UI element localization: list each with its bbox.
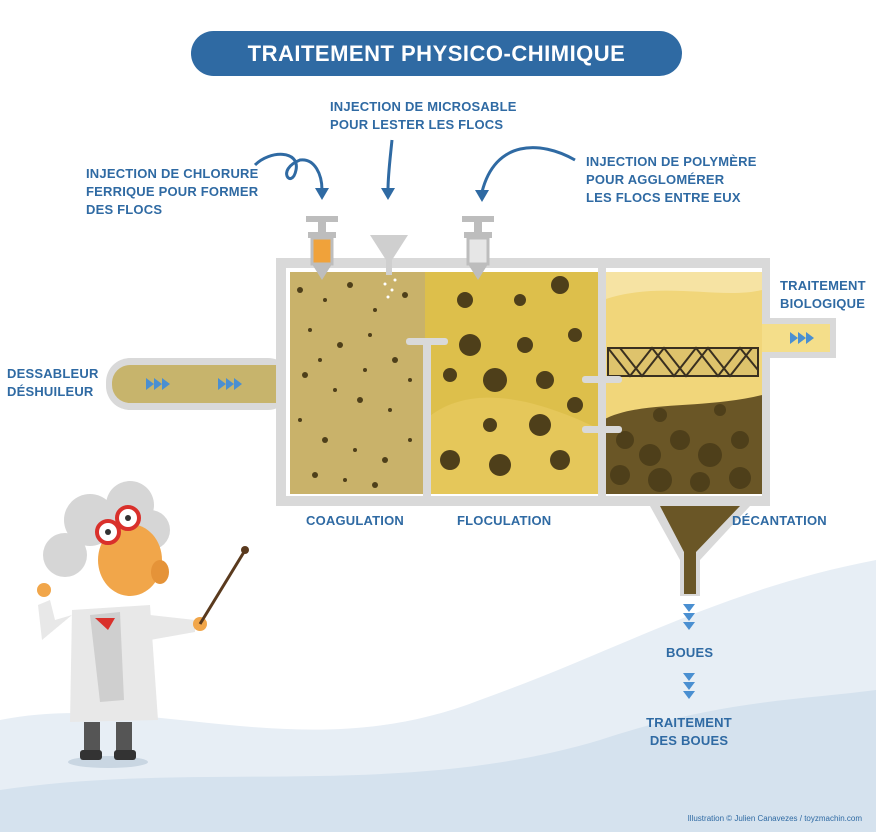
label-line: LES FLOCS ENTRE EUX xyxy=(586,190,741,205)
flow-arrows-inlet xyxy=(146,378,242,390)
sludge-arrows-2 xyxy=(683,673,695,699)
label-line: TRAITEMENT xyxy=(646,715,732,730)
label-line: DESSABLEUR xyxy=(7,366,99,381)
funnel-microsable-icon xyxy=(370,235,408,299)
label-traitement-boues: TRAITEMENT DES BOUES xyxy=(643,714,735,750)
arrow-chlorure xyxy=(253,152,324,191)
label-line: TRAITEMENT xyxy=(780,278,866,293)
label-line: POUR AGGLOMÉRER xyxy=(586,172,725,187)
label-dessableur: DESSABLEUR DÉSHUILEUR xyxy=(7,365,99,401)
coagulation-chamber xyxy=(290,272,425,494)
label-line: DES BOUES xyxy=(649,733,729,748)
baffles xyxy=(406,262,622,506)
label-injection-microsable: INJECTION DE MICROSABLE POUR LESTER LES … xyxy=(330,98,517,134)
label-coagulation: COAGULATION xyxy=(306,513,405,528)
outlet-pipe xyxy=(762,318,836,358)
label-injection-chlorure: INJECTION DE CHLORURE FERRIQUE POUR FORM… xyxy=(86,165,259,219)
lamella-settler xyxy=(607,346,759,378)
sludge-hopper xyxy=(650,506,750,596)
label-line: FERRIQUE POUR FORMER xyxy=(86,184,259,199)
label-decantation: DÉCANTATION xyxy=(732,513,827,528)
coagulation-particles xyxy=(297,282,412,488)
syringe-polymere-icon xyxy=(462,216,494,280)
arrow-microsable xyxy=(386,139,394,191)
label-line: POUR LESTER LES FLOCS xyxy=(330,117,504,132)
background-wave-2 xyxy=(0,690,876,832)
label-line: INJECTION DE MICROSABLE xyxy=(330,99,517,114)
page-title: TRAITEMENT PHYSICO-CHIMIQUE xyxy=(191,31,682,76)
inlet-pipe xyxy=(106,358,294,410)
label-line: INJECTION DE CHLORURE xyxy=(86,166,259,181)
scientist-character xyxy=(37,481,249,768)
label-line: DES FLOCS xyxy=(86,202,163,217)
syringe-chlorure-icon xyxy=(306,216,338,280)
sludge-arrows-1 xyxy=(683,604,695,630)
label-injection-polymere: INJECTION DE POLYMÈRE POUR AGGLOMÉRER LE… xyxy=(586,153,757,207)
label-line: BIOLOGIQUE xyxy=(780,296,866,311)
label-line: INJECTION DE POLYMÈRE xyxy=(586,154,757,169)
decantation-flocs xyxy=(610,404,751,492)
label-boues: BOUES xyxy=(666,645,714,660)
credit-text: Illustration © Julien Canavezes / toyzma… xyxy=(687,814,862,823)
injection-arrows xyxy=(253,139,576,193)
label-line: DÉSHUILEUR xyxy=(7,384,94,399)
label-floculation: FLOCULATION xyxy=(457,513,552,528)
floculation-flocs xyxy=(440,276,583,476)
label-traitement-biologique: TRAITEMENT BIOLOGIQUE xyxy=(780,277,866,313)
arrow-polymere xyxy=(480,146,576,193)
